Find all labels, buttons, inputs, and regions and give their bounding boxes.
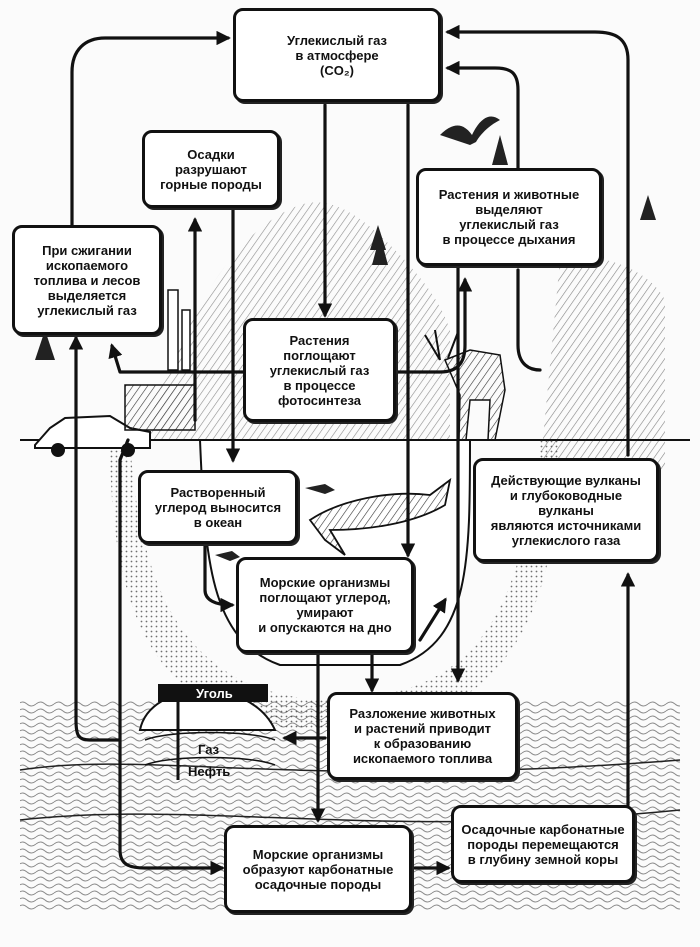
- dissolved-carbon-box: Растворенный углерод выносится в океан: [138, 470, 298, 544]
- gas-label: Газ: [198, 742, 220, 757]
- sediments-erode-rocks-text: Осадки разрушают горные породы: [160, 146, 262, 192]
- marine-carbonate-rocks-text: Морские организмы образуют карбонатные о…: [242, 846, 394, 892]
- co2-atmosphere-text: Углекислый газ в атмосфере (CO₂): [287, 32, 387, 78]
- volcanoes-text: Действующие вулканы и глубоководные вулк…: [490, 472, 642, 548]
- marine-carbonate-rocks-box: Морские организмы образуют карбонатные о…: [224, 825, 412, 913]
- oil-label: Нефть: [188, 764, 231, 779]
- respiration-box: Растения и животные выделяют углекислый …: [416, 168, 602, 266]
- decomposition-text: Разложение животных и растений приводит …: [349, 706, 496, 766]
- sea-creatures: [215, 477, 452, 561]
- respiration-text: Растения и животные выделяют углекислый …: [438, 187, 580, 247]
- sediments-erode-rocks-box: Осадки разрушают горные породы: [142, 130, 280, 208]
- decomposition-box: Разложение животных и растений приводит …: [327, 692, 518, 780]
- carbonate-rocks-move-text: Осадочные карбонатные породы перемещаютс…: [461, 821, 625, 867]
- photosynthesis-box: Растения поглощают углекислый газ в проц…: [243, 318, 396, 422]
- marine-organisms-absorb-box: Морские организмы поглощают углерод, уми…: [236, 557, 414, 653]
- factory-illustration: [124, 289, 196, 431]
- dissolved-carbon-text: Растворенный углерод выносится в океан: [154, 484, 282, 530]
- car-illustration: [34, 414, 151, 457]
- coal-label: Уголь: [196, 686, 233, 701]
- photosynthesis-text: Растения поглощают углекислый газ в проц…: [269, 332, 370, 408]
- fossil-fuel-burning-text: При сжигании ископаемого топлива и лесов…: [33, 242, 141, 318]
- co2-atmosphere-box: Углекислый газ в атмосфере (CO₂): [233, 8, 441, 102]
- fossil-fuel-dome: [138, 684, 277, 780]
- carbonate-rocks-move-box: Осадочные карбонатные породы перемещаютс…: [451, 805, 635, 883]
- bird-illustration: [440, 116, 500, 145]
- flow-arrows: [68, 24, 636, 876]
- marine-organisms-absorb-text: Морские организмы поглощают углерод, уми…: [258, 575, 392, 635]
- fossil-fuel-burning-box: При сжигании ископаемого топлива и лесов…: [12, 225, 162, 335]
- volcanoes-box: Действующие вулканы и глубоководные вулк…: [473, 458, 659, 562]
